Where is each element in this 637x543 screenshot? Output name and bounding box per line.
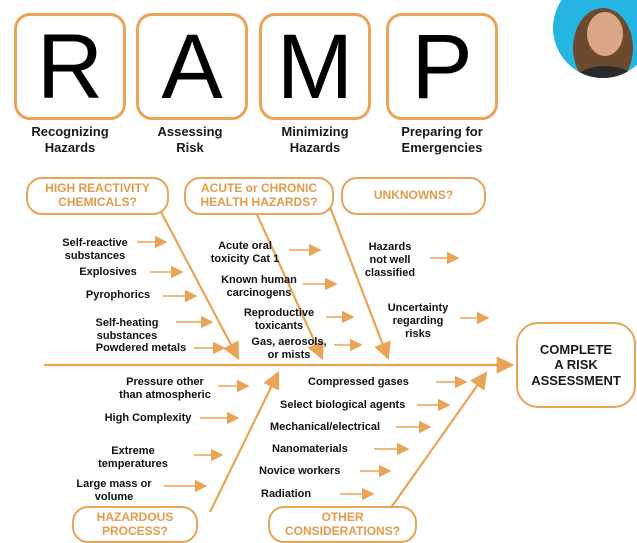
factor-radiation: Radiation bbox=[261, 488, 312, 500]
factor-nanomaterials: Nanomaterials bbox=[272, 443, 348, 455]
factor-explosives: Explosives bbox=[79, 266, 137, 278]
bone-unknowns bbox=[328, 206, 391, 361]
letter-r: R bbox=[36, 15, 104, 118]
factor-powdered-metals: Powdered metals bbox=[95, 342, 187, 354]
factor-gas-aerosols: Gas, aerosols,or mists bbox=[251, 336, 327, 362]
letter-m: M bbox=[276, 15, 354, 118]
person-icon bbox=[573, 8, 637, 78]
factor-novice-workers: Novice workers bbox=[259, 465, 341, 477]
bone-health bbox=[253, 209, 324, 361]
factor-biological-agents: Select biological agents bbox=[280, 399, 406, 411]
complete-risk-assessment-box: COMPLETE A RISK ASSESSMENT bbox=[516, 322, 636, 408]
presenter-avatar bbox=[553, 0, 637, 78]
bone-reactivity bbox=[159, 209, 240, 360]
factor-high-complexity: High Complexity bbox=[104, 412, 192, 424]
bone-other bbox=[387, 371, 488, 513]
letter-a: A bbox=[161, 15, 223, 118]
category-unknowns: UNKNOWNS? bbox=[341, 177, 486, 215]
factor-pyrophorics: Pyrophorics bbox=[85, 289, 151, 301]
letter-box-r: R bbox=[14, 13, 126, 120]
letter-box-m: M bbox=[259, 13, 371, 120]
letter-p: P bbox=[411, 15, 473, 118]
letter-box-a: A bbox=[136, 13, 248, 120]
letter-box-p: P bbox=[386, 13, 498, 120]
bone-process bbox=[209, 371, 280, 513]
factor-compressed-gases: Compressed gases bbox=[308, 376, 409, 388]
factor-mechanical-electrical: Mechanical/electrical bbox=[270, 421, 381, 433]
